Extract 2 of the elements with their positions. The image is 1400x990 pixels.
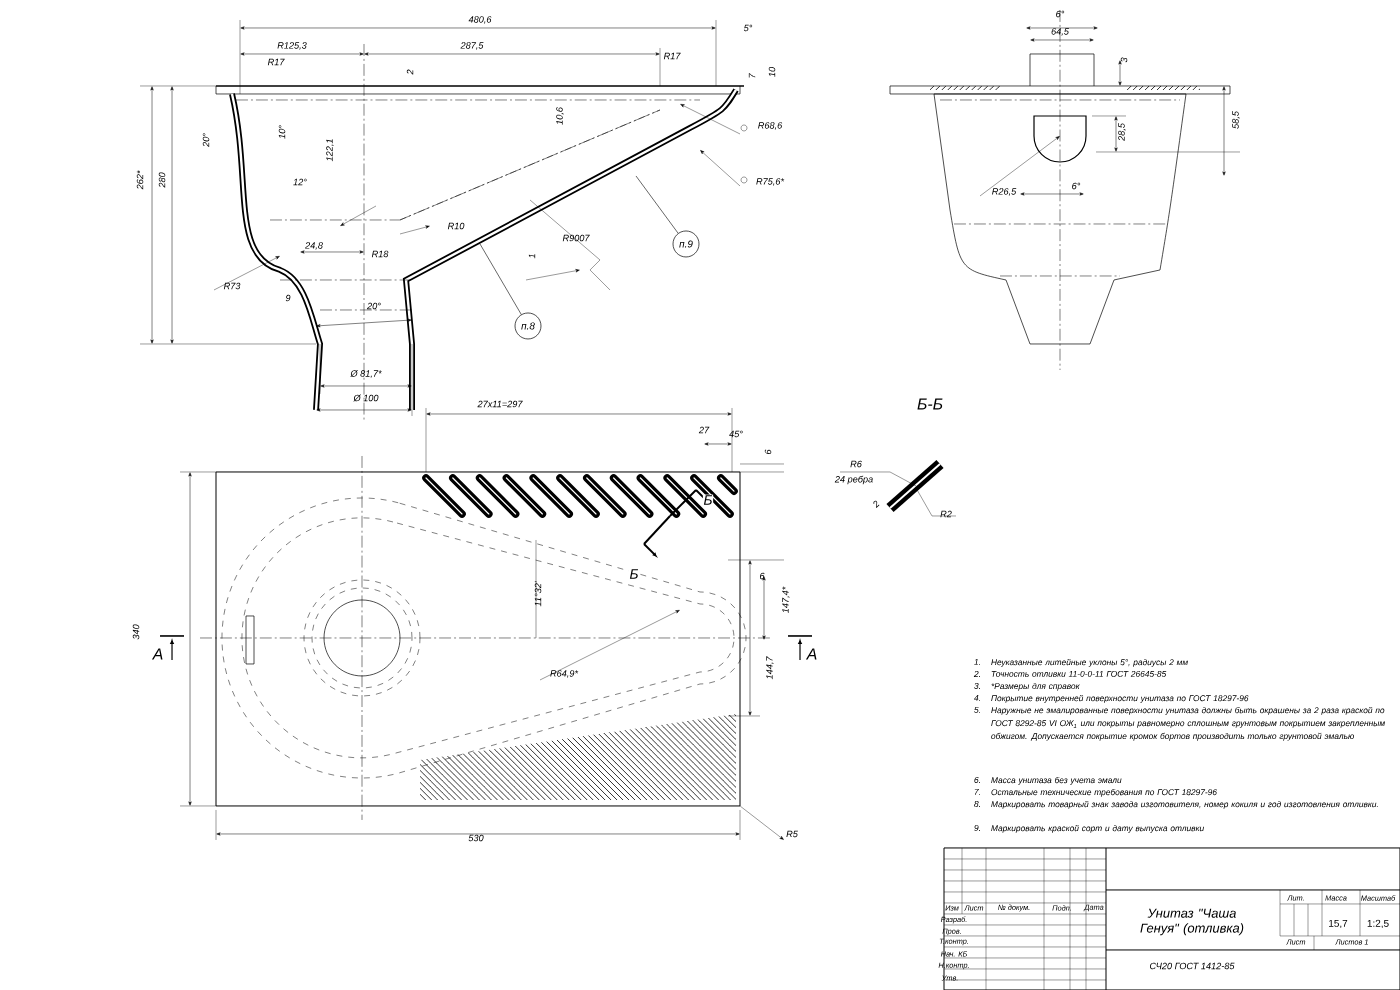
leader-line — [479, 243, 522, 315]
leader-line — [635, 175, 679, 234]
